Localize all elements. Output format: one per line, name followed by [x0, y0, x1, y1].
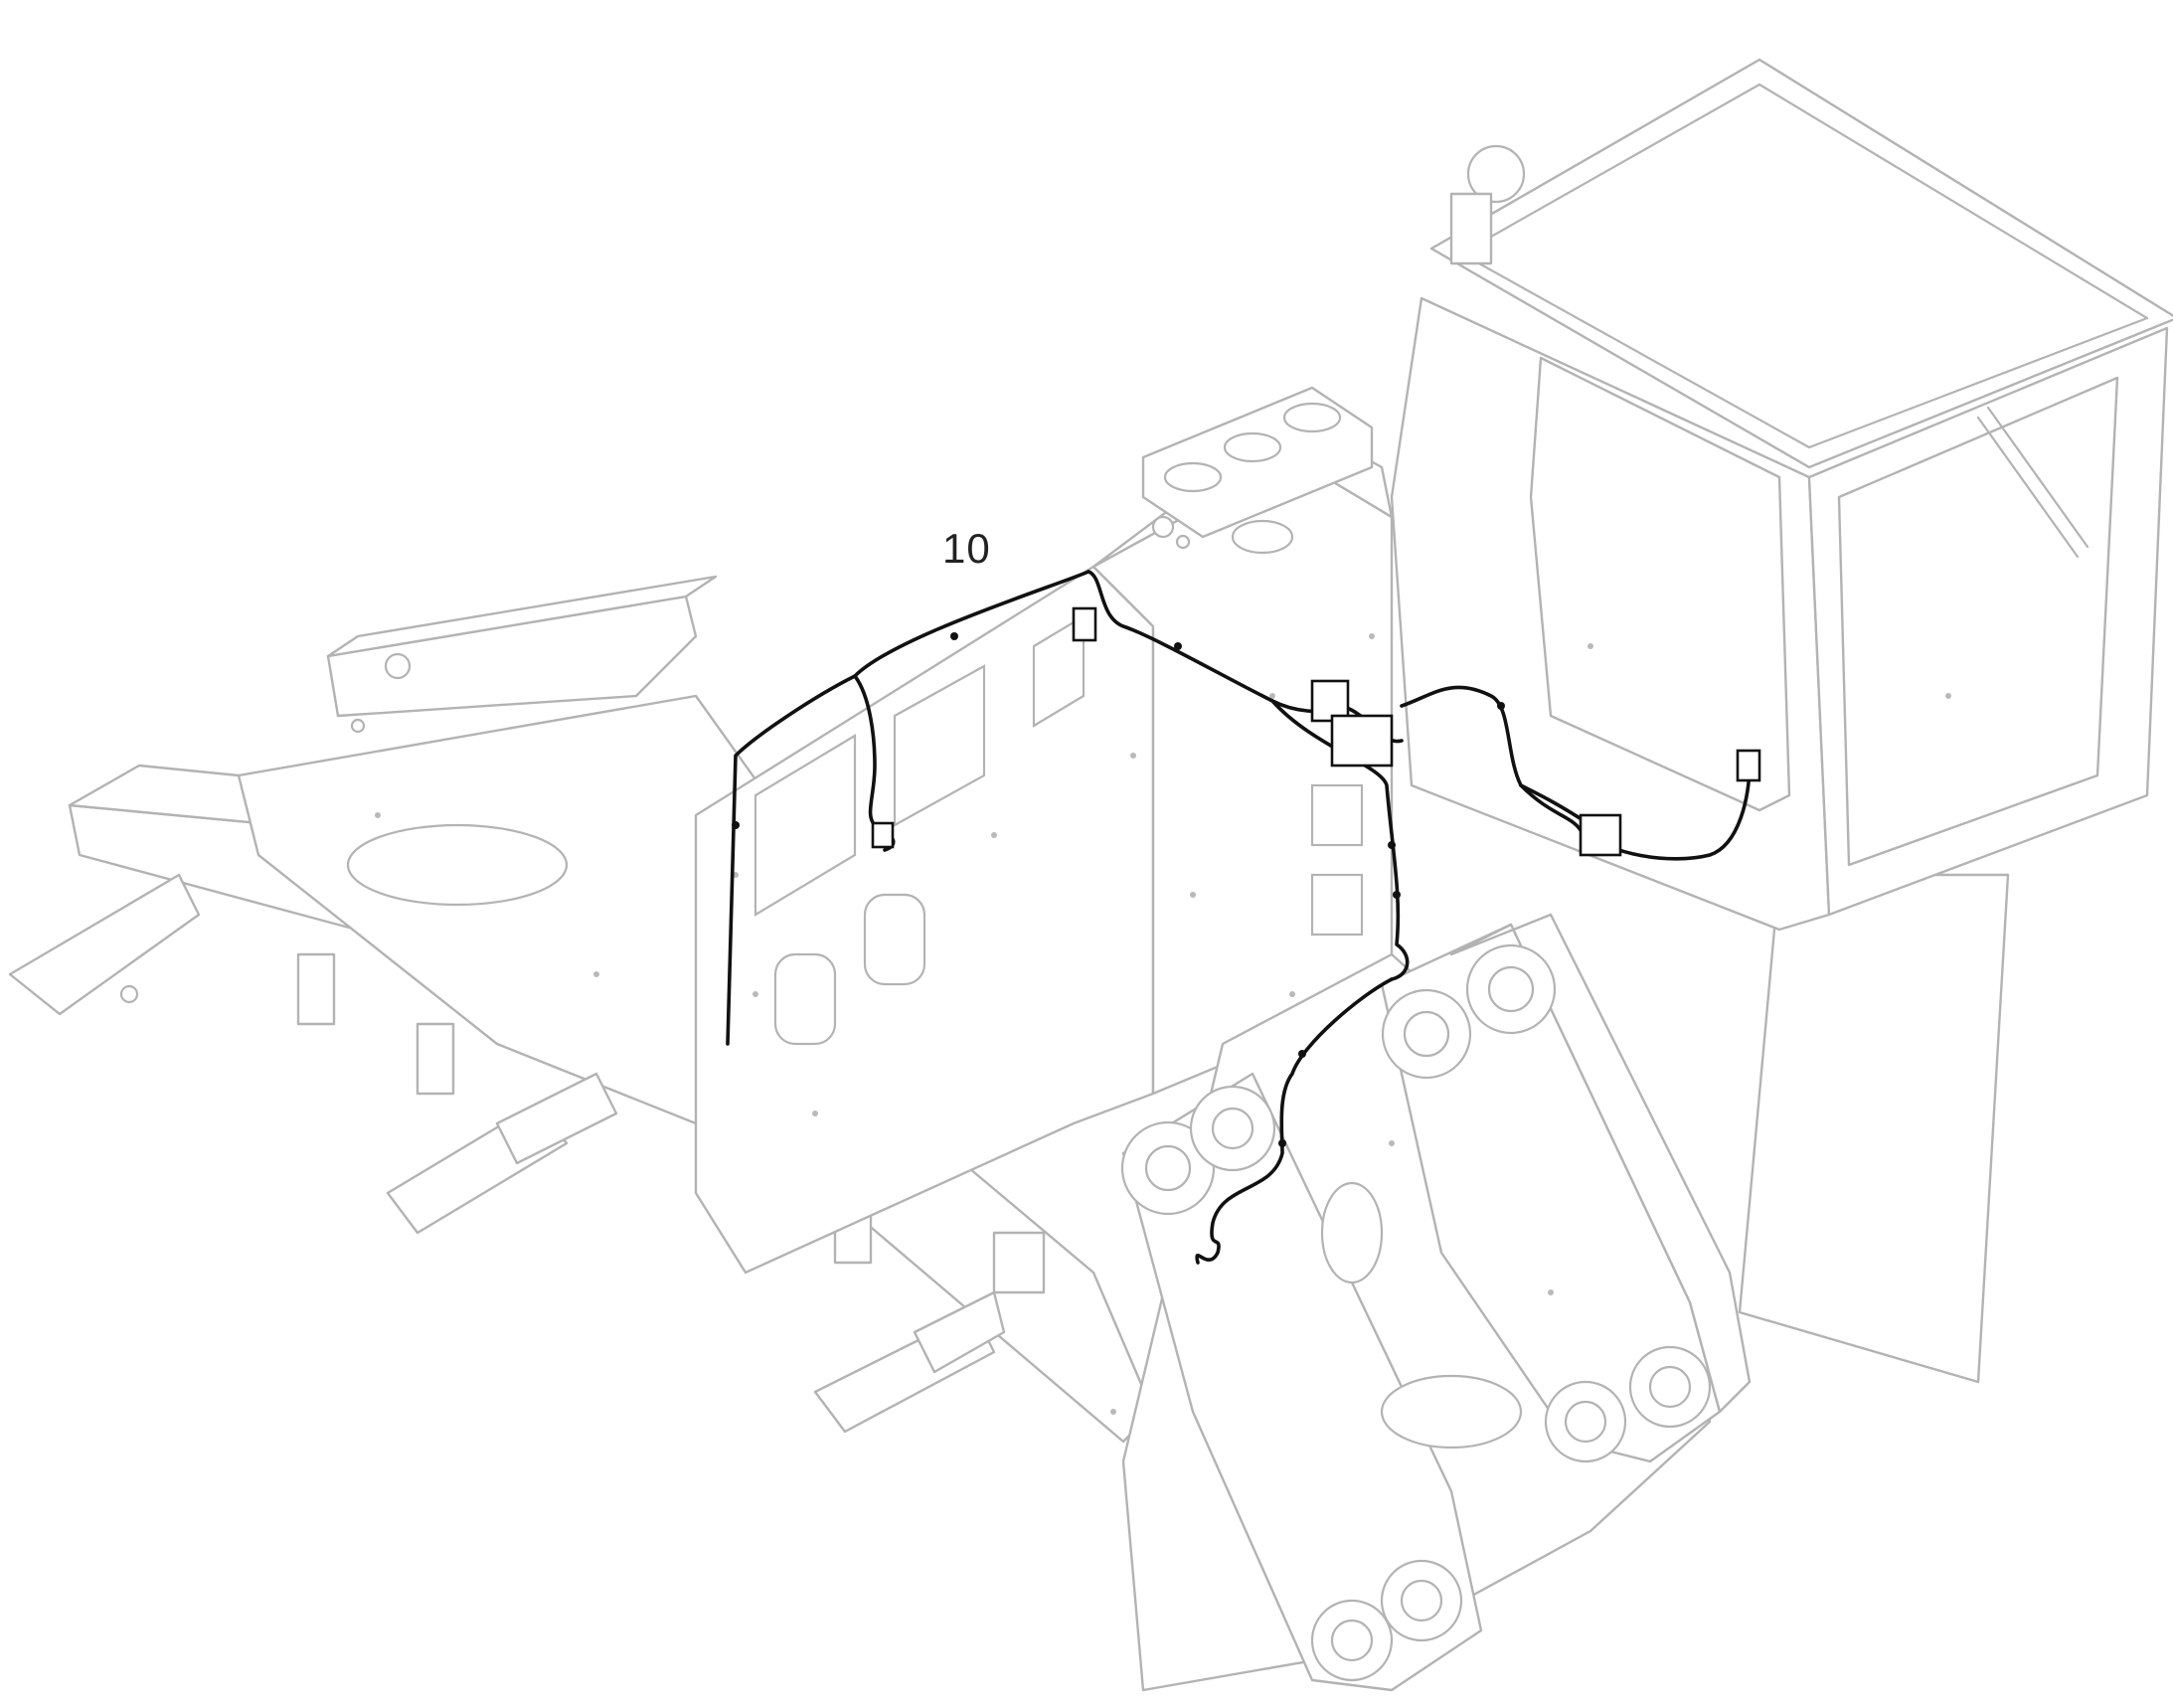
callout-label: 10 [942, 525, 991, 572]
operator-cab [1390, 58, 2173, 1384]
cab-roof [1429, 58, 2173, 469]
rear-oval-cutout [346, 823, 569, 907]
cab-wiper [1976, 416, 2080, 559]
wiring-harness-10 [726, 570, 1761, 1265]
cab-roof-inner [1459, 83, 2149, 449]
front-frame-cutout [1380, 1374, 1523, 1450]
connector [1072, 606, 1097, 642]
centre-bulkhead [694, 386, 1394, 1275]
harness-cab-run [1400, 685, 1752, 861]
cab-beacon [1466, 144, 1526, 204]
top-plate-hole [1163, 461, 1223, 493]
cab-door-window [1529, 356, 1791, 812]
rear-bracket [8, 873, 201, 1016]
bolt-holes [375, 633, 1951, 1415]
harness-main-run [726, 570, 1090, 1046]
front-frame [1120, 913, 1752, 1692]
bulkhead-window [753, 734, 857, 917]
cab-front-window [1837, 376, 2119, 867]
cab-body [1738, 873, 2010, 1384]
